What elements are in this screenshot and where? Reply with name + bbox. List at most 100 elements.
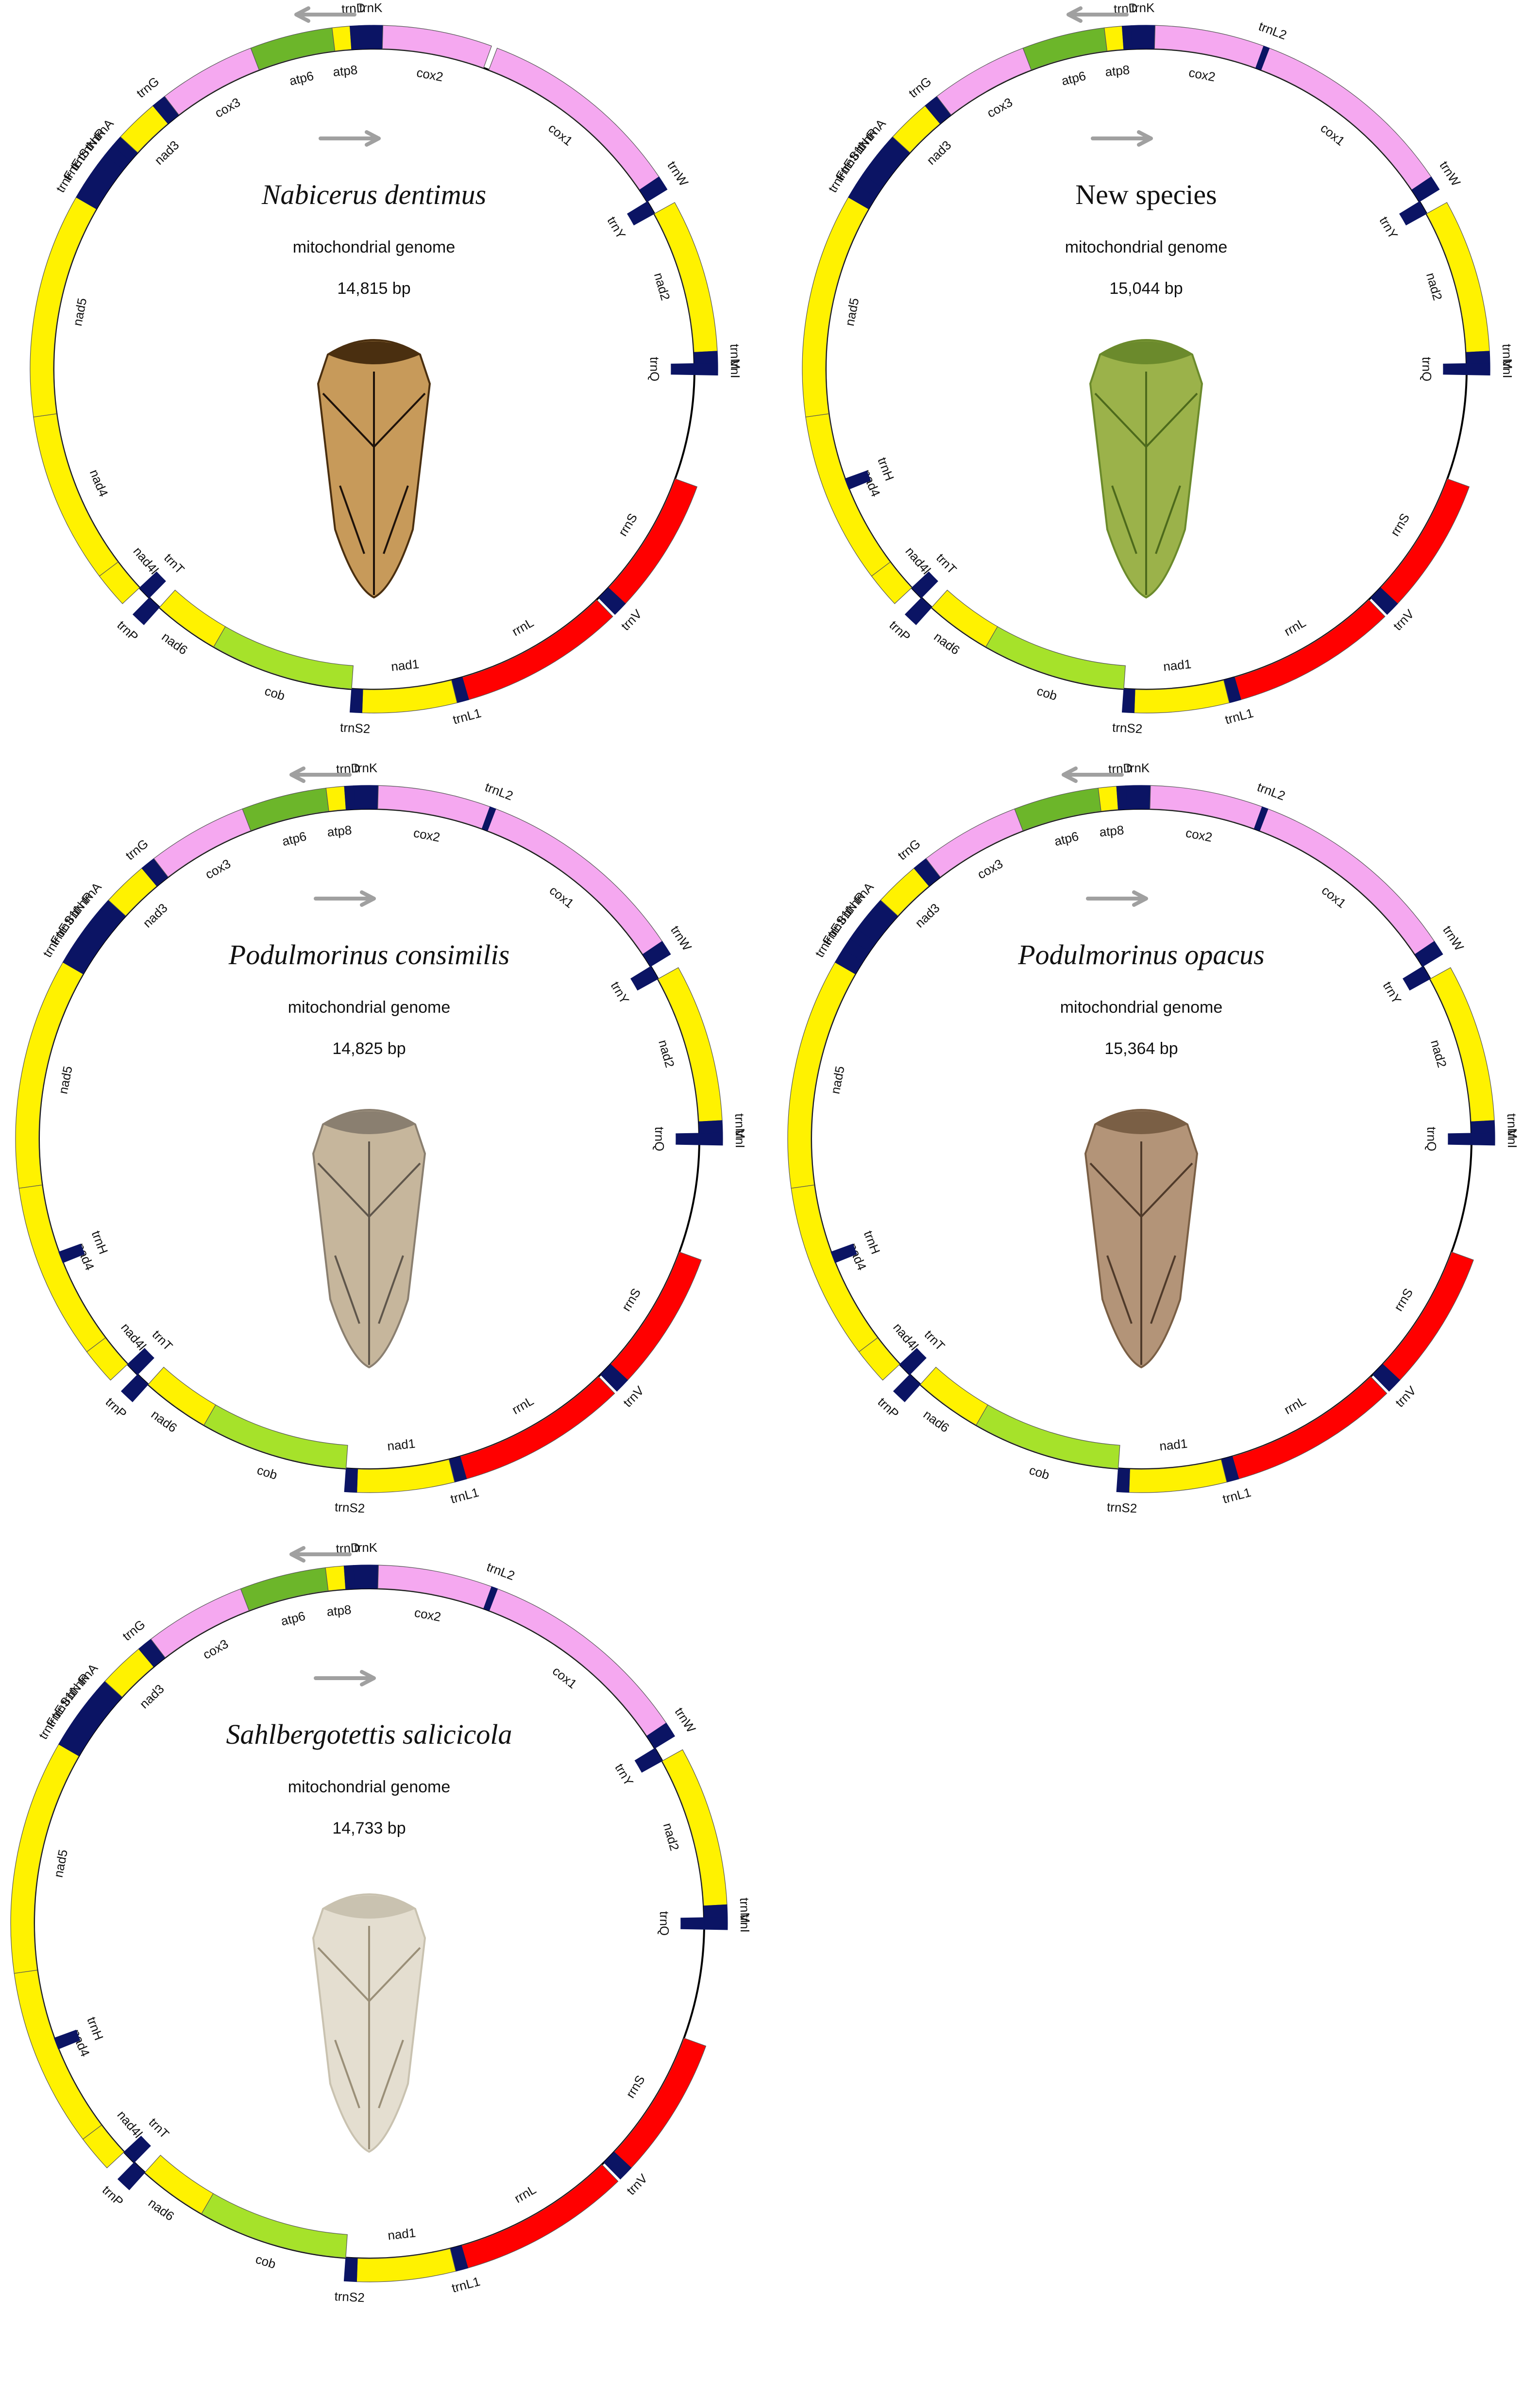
gene-block-trnt — [127, 1348, 154, 1375]
gene-block-cox2 — [382, 25, 492, 68]
genome-type-label: mitochondrial genome — [1060, 998, 1223, 1017]
gene-block-trnv — [600, 1363, 628, 1392]
gene-block-trnm — [703, 1904, 728, 1918]
gene-block-trnm — [1466, 351, 1490, 364]
gene-label-trni: trnI — [738, 1914, 752, 1933]
strand-arrow-forward-icon — [314, 890, 376, 907]
gene-block-trnk — [1125, 785, 1151, 810]
strand-arrow-reverse-icon — [289, 766, 352, 783]
gene-block-trnq — [1443, 363, 1467, 375]
gene-block-trnd — [344, 785, 355, 810]
gene-block-trnh — [53, 2029, 81, 2050]
strand-arrow-forward-icon — [1091, 130, 1153, 147]
gene-label-trnq: trnQ — [1420, 357, 1434, 382]
gene-label-atp8: atp8 — [326, 822, 352, 839]
gene-block-trns2 — [1121, 688, 1135, 714]
specimen-wing-venation — [1089, 1141, 1193, 1365]
species-title: Sahlbergotettis salicicola — [226, 1718, 512, 1750]
specimen-wing-venation — [1094, 372, 1198, 595]
gene-block-trni — [699, 1132, 723, 1146]
gene-block-trny — [630, 966, 659, 991]
gene-block-nad6 — [920, 1366, 988, 1426]
gene-block-trnt — [139, 571, 166, 598]
gene-label-nad1: nad1 — [390, 657, 420, 674]
gene-label-trns2: trnS2 — [339, 720, 371, 736]
specimen-wing-venation — [317, 1926, 421, 2149]
gene-block-trni — [694, 363, 718, 375]
specimen-wing-venation — [322, 372, 426, 595]
gene-label-nad1: nad1 — [1159, 1436, 1188, 1453]
gene-block-trnt — [911, 571, 938, 598]
gene-block-trnm — [698, 1120, 723, 1134]
gene-block-atp8 — [325, 786, 347, 812]
gene-label-trni: trnI — [728, 360, 743, 378]
genome-map-new-species: trnKcox2cox1trnWtrnYnad2trnMtrnItrnQrrnS… — [802, 0, 1515, 736]
gene-label-trnk: trnK — [359, 0, 383, 15]
leafhopper-specimen-icon — [312, 1893, 426, 2153]
gene-label-trnk: trnK — [354, 761, 378, 775]
genome-type-label: mitochondrial genome — [293, 238, 456, 256]
gene-block-trnd — [1116, 785, 1127, 810]
gene-label-trni: trnI — [1505, 1130, 1520, 1148]
gene-block-trnl2 — [483, 1586, 498, 1611]
gene-block-trns2 — [349, 688, 363, 714]
species-title: Nabicerus dentimus — [261, 179, 486, 210]
strand-arrow-forward-icon — [314, 1670, 376, 1686]
gene-block-trnl2 — [1253, 806, 1269, 831]
gene-block-atp8 — [1104, 26, 1124, 51]
gene-label-atp8: atp8 — [1104, 62, 1130, 79]
gene-block-trnm — [1471, 1120, 1495, 1134]
gene-block-trnk — [358, 25, 384, 50]
strand-arrow-reverse-icon — [289, 1546, 352, 1563]
strand-arrow-reverse-icon — [294, 6, 356, 23]
specimen-head — [328, 341, 420, 364]
gene-block-nad6 — [148, 1366, 216, 1426]
gene-block-trny — [634, 1748, 663, 1773]
gene-block-trny — [1399, 201, 1427, 226]
gene-block-trnv — [598, 587, 626, 615]
gene-block-trnl2 — [1255, 45, 1270, 70]
genome-size-label: 14,733 bp — [332, 1819, 406, 1837]
gene-label-trns2: trnS2 — [1112, 720, 1143, 736]
specimen-head — [1100, 341, 1192, 364]
gene-label-trni: trnI — [733, 1130, 747, 1148]
gene-block-trny — [1403, 966, 1431, 991]
strand-arrow-forward-icon — [319, 130, 381, 147]
genome-map-sahlbergotettis-salicicola: trnKcox2cox1trnWtrnYnad2trnMtrnItrnQrrnS… — [10, 1540, 753, 2305]
genome-map-podulmorinus-opacus: trnKcox2cox1trnWtrnYnad2trnMtrnItrnQrrnS… — [787, 761, 1520, 1515]
gene-block-trnk — [353, 1565, 379, 1589]
gene-block-trnt — [899, 1348, 927, 1375]
gene-label-trni: trnI — [1500, 360, 1515, 378]
gene-block-trnk — [1131, 25, 1156, 50]
gene-label-trnk: trnK — [1126, 761, 1150, 775]
gene-block-trnh — [830, 1243, 857, 1263]
genome-type-label: mitochondrial genome — [1065, 238, 1228, 256]
gene-label-nad1: nad1 — [387, 1436, 416, 1453]
gene-block-trns2 — [344, 1468, 358, 1493]
specimen-head — [323, 1895, 415, 1919]
gene-label-atp8: atp8 — [332, 62, 358, 79]
gene-block-trnq — [1448, 1133, 1472, 1145]
gene-label-trns2: trnS2 — [334, 1499, 365, 1515]
gene-label-trnm: trnM — [737, 1897, 753, 1923]
gene-block-trnm — [694, 351, 718, 364]
genome-size-label: 14,815 bp — [337, 279, 410, 298]
gene-block-trni — [1466, 363, 1490, 375]
genome-type-label: mitochondrial genome — [288, 1778, 451, 1796]
gene-label-atp8: atp8 — [326, 1602, 352, 1619]
gene-block-trni — [704, 1917, 728, 1930]
gene-block-trnt — [123, 2135, 151, 2163]
gene-label-trnq: trnQ — [647, 357, 662, 382]
gene-block-nad6 — [159, 589, 226, 647]
gene-block-atp8 — [1098, 786, 1119, 812]
gene-label-trnm: trnM — [1505, 1113, 1520, 1139]
gene-block-trnv — [1372, 1363, 1401, 1392]
gene-block-trnk — [353, 785, 379, 810]
genome-size-label: 14,825 bp — [332, 1039, 406, 1058]
gene-label-nad1: nad1 — [1163, 657, 1192, 674]
species-title: New species — [1075, 179, 1217, 210]
gene-block-trnv — [603, 2151, 632, 2180]
gene-block-trnq — [671, 363, 695, 375]
genome-map-podulmorinus-consimilis: trnKcox2cox1trnWtrnYnad2trnMtrnItrnQrrnS… — [15, 761, 748, 1515]
